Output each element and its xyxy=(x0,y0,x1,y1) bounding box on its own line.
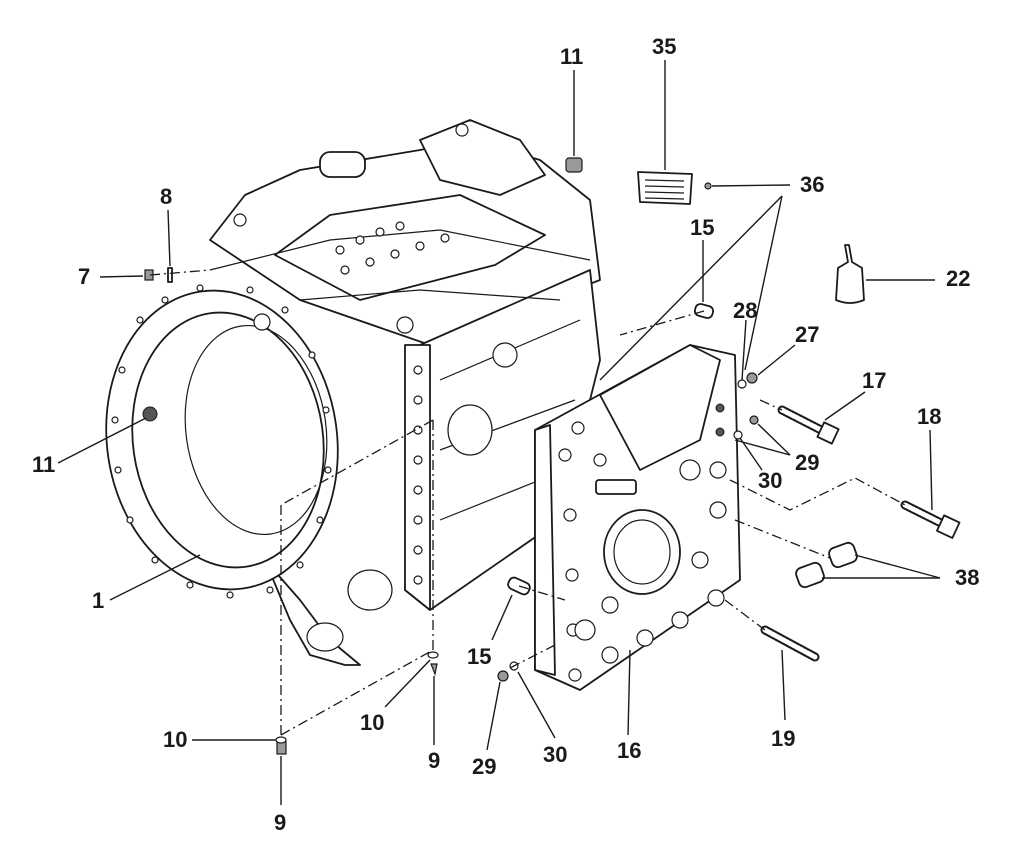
label-plate-35 xyxy=(637,171,693,205)
callout-27: 27 xyxy=(795,322,819,347)
bushing-38-b xyxy=(795,561,825,589)
transmission-housing xyxy=(105,119,601,666)
seal-ring-10-right xyxy=(427,651,439,659)
callout-7: 7 xyxy=(78,264,90,289)
callout-28: 28 xyxy=(733,298,757,323)
callout-1: 1 xyxy=(92,588,104,613)
callout-17: 17 xyxy=(862,368,886,393)
callout-15-bottom: 15 xyxy=(467,644,491,669)
callout-35: 35 xyxy=(652,34,676,59)
bushing-38-a xyxy=(828,541,858,569)
plug-9-left xyxy=(276,741,287,755)
callout-30-right: 30 xyxy=(758,468,782,493)
callout-36: 36 xyxy=(800,172,824,197)
callout-11-left: 11 xyxy=(32,452,55,477)
callout-9-right: 9 xyxy=(428,748,440,773)
callout-29-bottom: 29 xyxy=(472,754,496,779)
washer-28 xyxy=(737,379,747,389)
stud-19 xyxy=(760,625,820,662)
plug-11-top xyxy=(565,157,583,173)
callout-29-right: 29 xyxy=(795,450,819,475)
nut-29-bottom xyxy=(497,670,509,682)
sealant-bottle-22 xyxy=(835,244,865,304)
callout-10-right: 10 xyxy=(360,710,384,735)
nut-29-right xyxy=(749,415,759,425)
bolt-17 xyxy=(777,405,840,445)
callout-22: 22 xyxy=(946,266,970,291)
callout-9-left: 9 xyxy=(274,810,286,835)
leader-lines xyxy=(57,60,941,805)
callout-30-bottom: 30 xyxy=(543,742,567,767)
seal-ring-8 xyxy=(167,267,173,283)
callout-8: 8 xyxy=(160,184,172,209)
callout-15-top: 15 xyxy=(690,215,714,240)
seal-ring-10-left xyxy=(275,736,287,744)
callout-16: 16 xyxy=(617,738,641,763)
callout-10-left: 10 xyxy=(163,727,187,752)
cover-plate xyxy=(534,344,741,691)
rivet-36 xyxy=(704,182,712,190)
washer-30-right xyxy=(733,430,743,440)
callout-38: 38 xyxy=(955,565,979,590)
callout-18: 18 xyxy=(917,404,941,429)
nut-27 xyxy=(746,372,758,384)
plug-9-right xyxy=(430,663,438,677)
assembly-lines xyxy=(149,269,906,736)
bolt-18 xyxy=(900,500,961,539)
callout-19: 19 xyxy=(771,726,795,751)
callout-11-top: 11 xyxy=(560,44,583,69)
callout-labels: 11 35 36 8 7 15 22 28 27 17 18 29 30 38 … xyxy=(32,34,979,835)
